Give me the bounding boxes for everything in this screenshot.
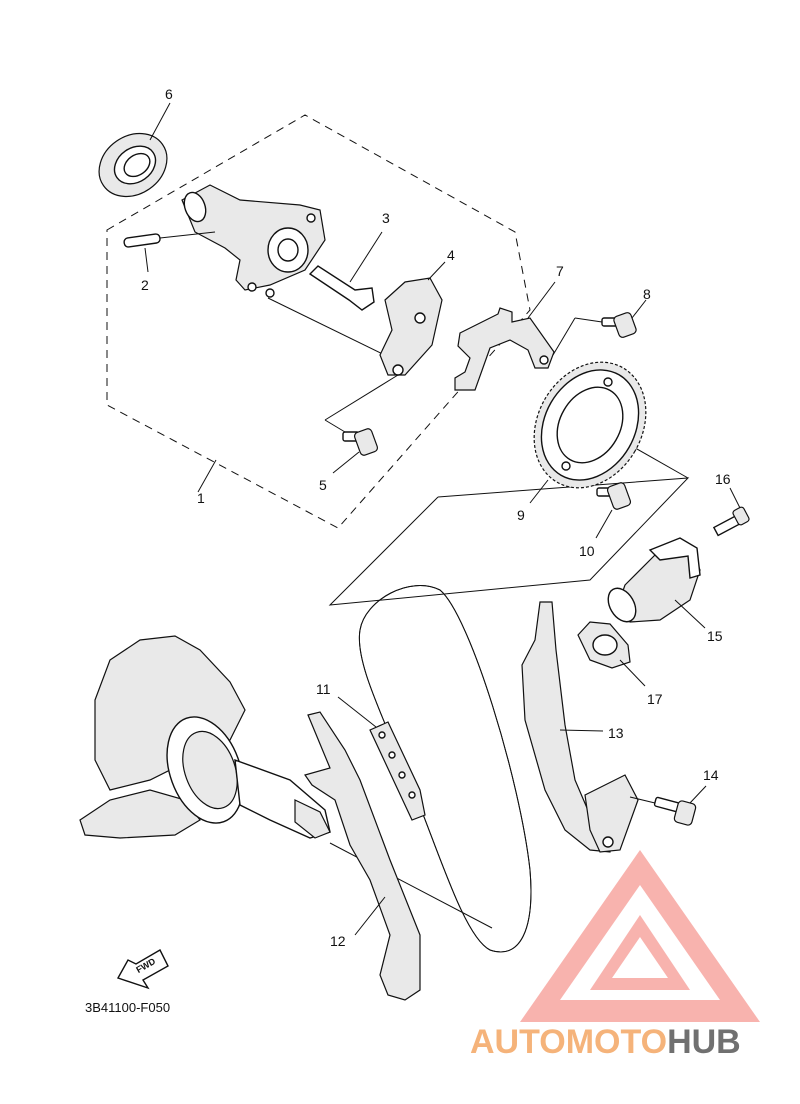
callout-1: 1 (197, 490, 205, 506)
watermark-logo (520, 850, 760, 1022)
callout-17: 17 (647, 691, 663, 707)
group-boundary-lower (328, 477, 690, 606)
watermark-text-part2: HUB (667, 1023, 741, 1061)
pin (123, 231, 216, 273)
callout-15: 15 (707, 628, 723, 644)
timing-chain (329, 585, 532, 953)
callout-7: 7 (556, 263, 564, 279)
chain-guide-13 (521, 601, 639, 853)
bolt-14 (629, 785, 707, 826)
callout-10: 10 (579, 543, 595, 559)
bolt-16 (712, 487, 750, 537)
callout-4: 4 (447, 247, 455, 263)
watermark-text-part1: AUTOMOTO (470, 1023, 667, 1061)
callout-8: 8 (643, 286, 651, 302)
watermark-text: AUTOMOTOHUB (470, 1023, 741, 1061)
callout-11: 11 (316, 681, 331, 697)
callout-5: 5 (319, 477, 327, 493)
callout-9: 9 (517, 507, 525, 523)
callout-3: 3 (382, 210, 390, 226)
callout-14: 14 (703, 767, 719, 783)
gasket (577, 621, 646, 687)
fwd-arrow-icon: FWD (116, 949, 169, 990)
cam-sprocket (529, 361, 647, 504)
callout-2: 2 (141, 277, 149, 293)
decompressor-shaft (308, 231, 383, 311)
cam-plate (454, 281, 556, 391)
callout-16: 16 (715, 471, 731, 487)
bearing (98, 132, 168, 198)
chain-links (337, 696, 426, 821)
chain-guide-12 (304, 711, 421, 1001)
assembly-boundary (106, 114, 531, 529)
diagram-code: 3B41100-F050 (85, 1000, 170, 1015)
bolt-8 (574, 299, 647, 338)
leader-6 (149, 102, 171, 141)
callout-12: 12 (330, 933, 346, 949)
leader-1 (197, 459, 217, 493)
bolt-5 (332, 428, 379, 474)
group-boundary (552, 317, 576, 356)
decompressor-plate (324, 261, 446, 436)
camshaft (181, 184, 396, 361)
crankshaft (79, 635, 331, 839)
chain-tensioner (607, 537, 706, 629)
callout-13: 13 (608, 725, 624, 741)
callout-6: 6 (165, 86, 173, 102)
bolt-10 (595, 482, 632, 539)
